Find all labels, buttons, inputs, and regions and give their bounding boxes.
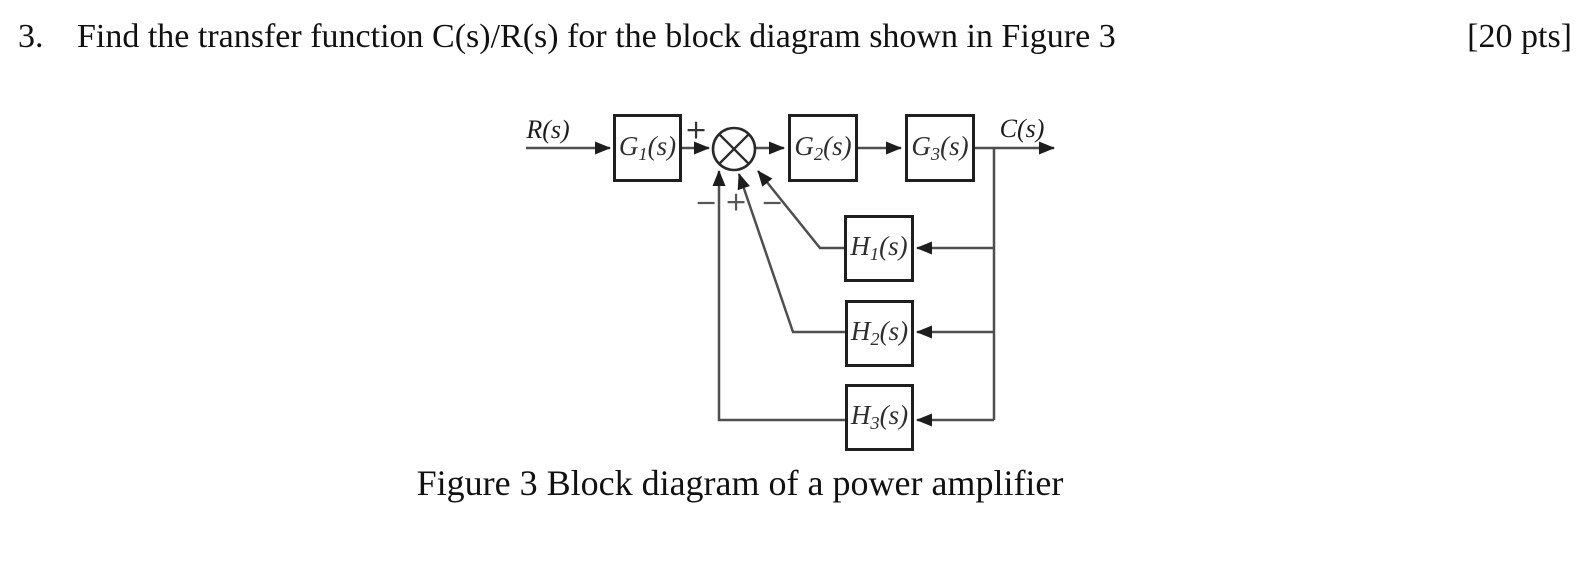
block-h3: H3(s)	[845, 384, 914, 451]
block-g2: G2(s)	[788, 114, 858, 182]
block-g1: G1(s)	[613, 114, 682, 182]
junction-sign-plus-middle: +	[724, 186, 748, 218]
junction-sign-minus-left: −	[694, 187, 718, 219]
block-g1-label: G1(s)	[618, 130, 677, 164]
block-h3-label: H3(s)	[850, 400, 909, 434]
block-g3: G3(s)	[905, 114, 975, 182]
block-g2-label: G2(s)	[794, 130, 852, 164]
junction-sign-plus-top: +	[684, 114, 708, 146]
summing-junction-cross-icon	[718, 133, 750, 165]
wire-h1-to-junction	[757, 170, 844, 250]
wire-h2-to-junction	[737, 173, 845, 334]
block-g3-label: G3(s)	[911, 130, 969, 164]
block-h2-label: H2(s)	[850, 316, 909, 350]
question-points: [20 pts]	[1467, 18, 1572, 55]
junction-sign-minus-right: −	[760, 187, 784, 219]
question-text: Find the transfer function C(s)/R(s) for…	[77, 18, 1116, 55]
figure-caption: Figure 3 Block diagram of a power amplif…	[416, 463, 1064, 503]
question-number: 3.	[18, 18, 44, 55]
wire-h3-to-junction	[712, 170, 845, 422]
block-h1: H1(s)	[844, 215, 914, 282]
input-signal-label: R(s)	[526, 115, 570, 144]
output-signal-label: C(s)	[999, 114, 1045, 143]
block-h1-label: H1(s)	[850, 231, 908, 265]
block-h2: H2(s)	[845, 300, 914, 367]
